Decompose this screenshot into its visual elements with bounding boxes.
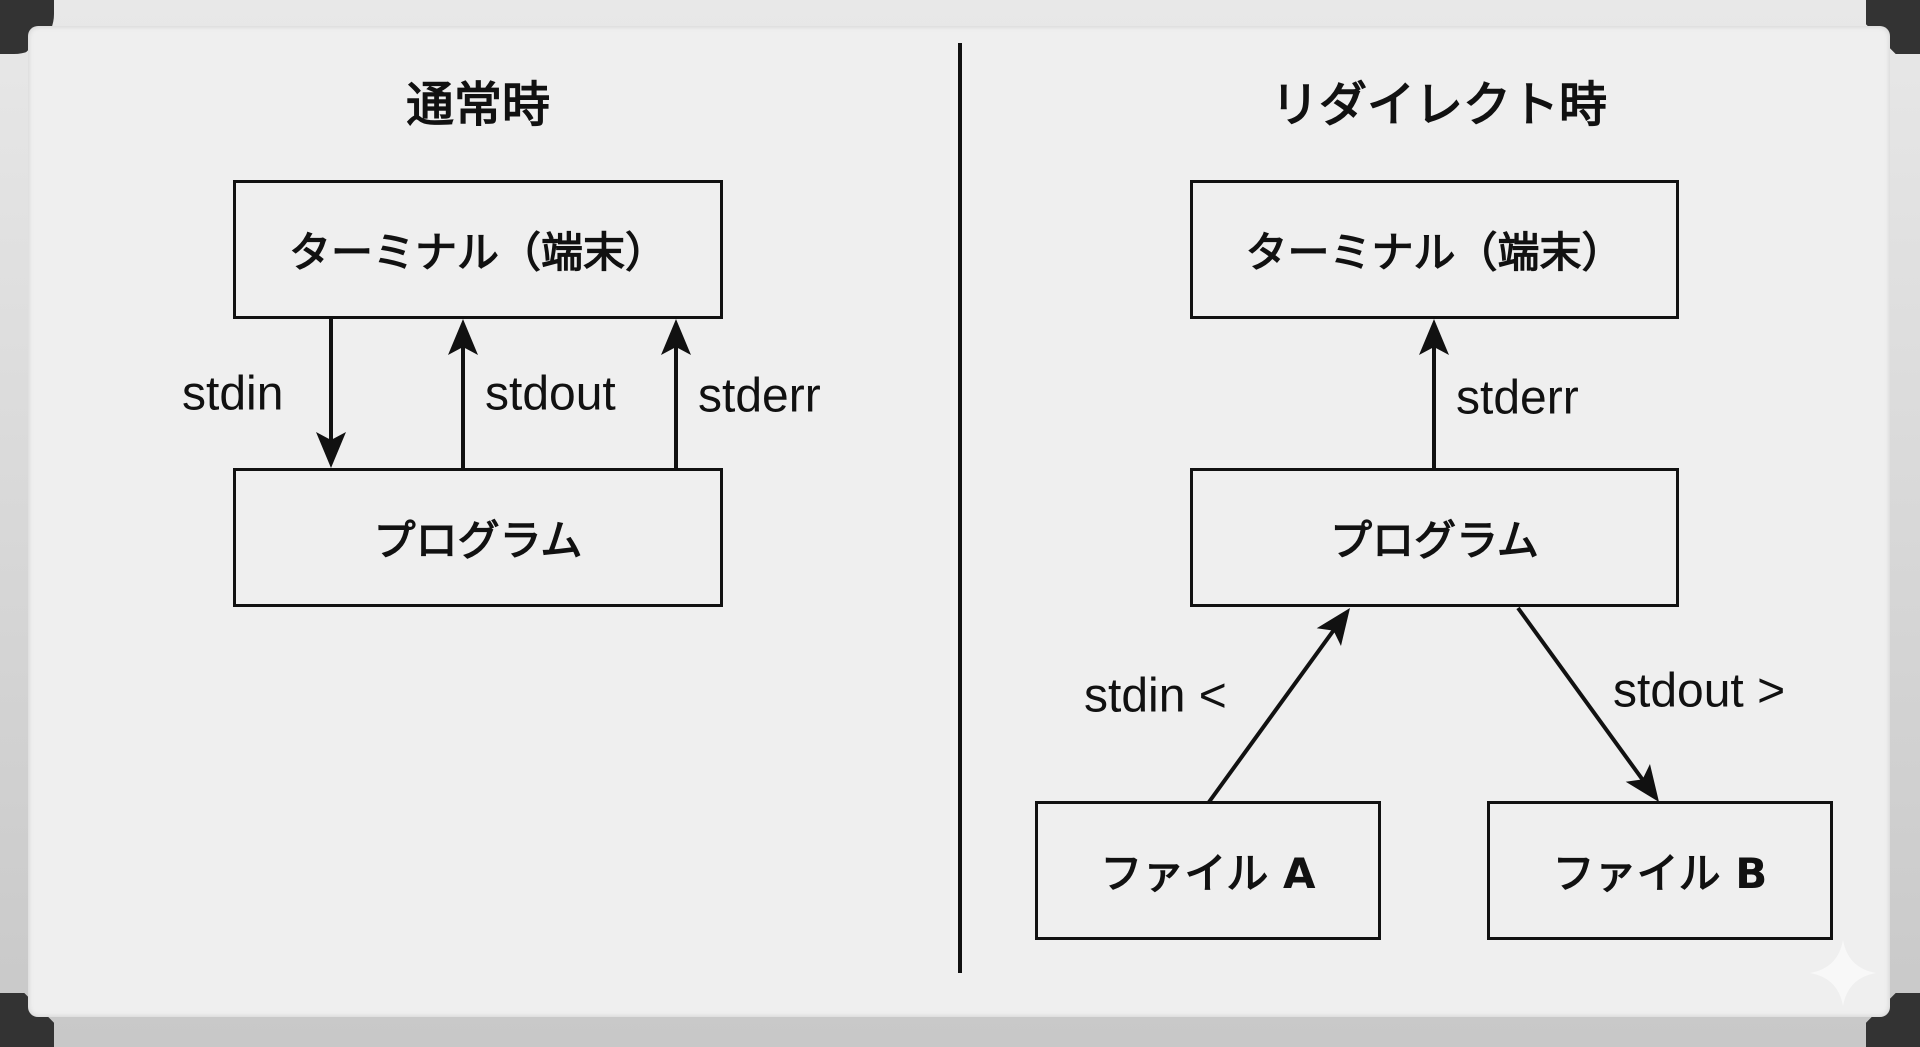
right-terminal-box: ターミナル（端末） [1190, 180, 1679, 319]
right-stdout-label: stdout > [1613, 664, 1786, 718]
right-stdin-arrow [1207, 625, 1338, 804]
left-program-box: プログラム [233, 468, 723, 607]
left-stderr-label: stderr [698, 369, 821, 423]
left-stdin-label: stdin [182, 367, 284, 421]
arrowhead-icon [1625, 764, 1659, 802]
right-stdout-arrow [1516, 606, 1647, 785]
right-program-box: プログラム [1190, 468, 1679, 607]
right-stderr-label: stderr [1456, 371, 1579, 425]
sparkle-icon [1810, 940, 1876, 1006]
arrowhead-icon [448, 319, 478, 355]
left-stdout-label: stdout [485, 367, 616, 421]
file-a-box: ファイル A [1035, 801, 1381, 940]
arrowhead-icon [1419, 319, 1449, 355]
right-stdin-label: stdin < [1084, 669, 1227, 723]
left-terminal-box: ターミナル（端末） [233, 180, 723, 319]
right-title: リダイレクト時 [1270, 77, 1608, 133]
arrowhead-icon [316, 432, 346, 468]
arrowhead-icon [1316, 608, 1350, 646]
arrowheads [316, 319, 1659, 804]
arrowhead-icon [661, 319, 691, 355]
left-title: 通常時 [405, 77, 551, 133]
file-b-box: ファイル B [1487, 801, 1833, 940]
